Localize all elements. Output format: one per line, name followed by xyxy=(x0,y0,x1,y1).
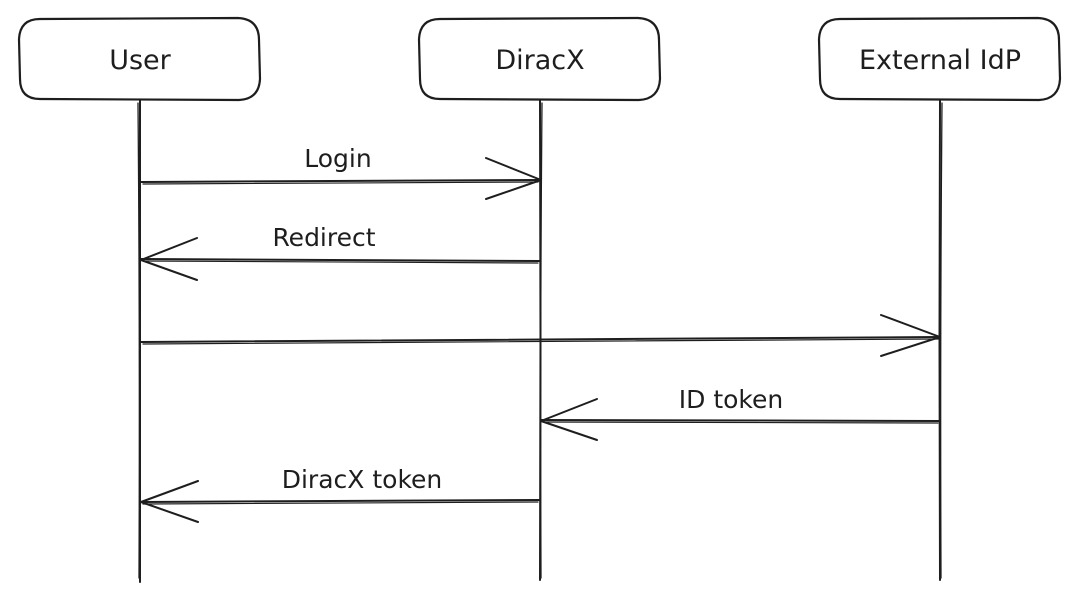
message-id-token: ID token xyxy=(540,385,941,441)
message-login-label: Login xyxy=(304,144,371,173)
participant-idp: External IdP xyxy=(817,16,1062,102)
message-id-token-label: ID token xyxy=(679,385,783,414)
participant-idp-label: External IdP xyxy=(859,45,1021,76)
participant-diracx-label: DiracX xyxy=(495,45,584,76)
arrowhead-id-token xyxy=(540,398,598,441)
participant-user: User xyxy=(17,16,262,102)
participant-idp-box xyxy=(817,16,1062,102)
message-user-to-idp xyxy=(140,314,941,357)
participant-user-box xyxy=(17,16,262,102)
participant-diracx-box xyxy=(417,16,662,102)
arrowhead-redirect xyxy=(140,237,198,281)
lifeline-idp xyxy=(938,99,943,581)
lifeline-user xyxy=(137,99,141,583)
message-redirect: Redirect xyxy=(140,223,541,281)
message-redirect-label: Redirect xyxy=(272,223,375,252)
message-diracx-token: DiracX token xyxy=(140,465,541,523)
participant-diracx: DiracX xyxy=(417,16,662,102)
message-login: Login xyxy=(140,144,542,200)
message-diracx-token-label: DiracX token xyxy=(282,465,443,494)
arrowhead-user-to-idp xyxy=(880,314,941,357)
arrowhead-diracx-token xyxy=(140,480,199,523)
participant-user-label: User xyxy=(109,45,171,76)
arrowhead-login xyxy=(485,157,542,200)
